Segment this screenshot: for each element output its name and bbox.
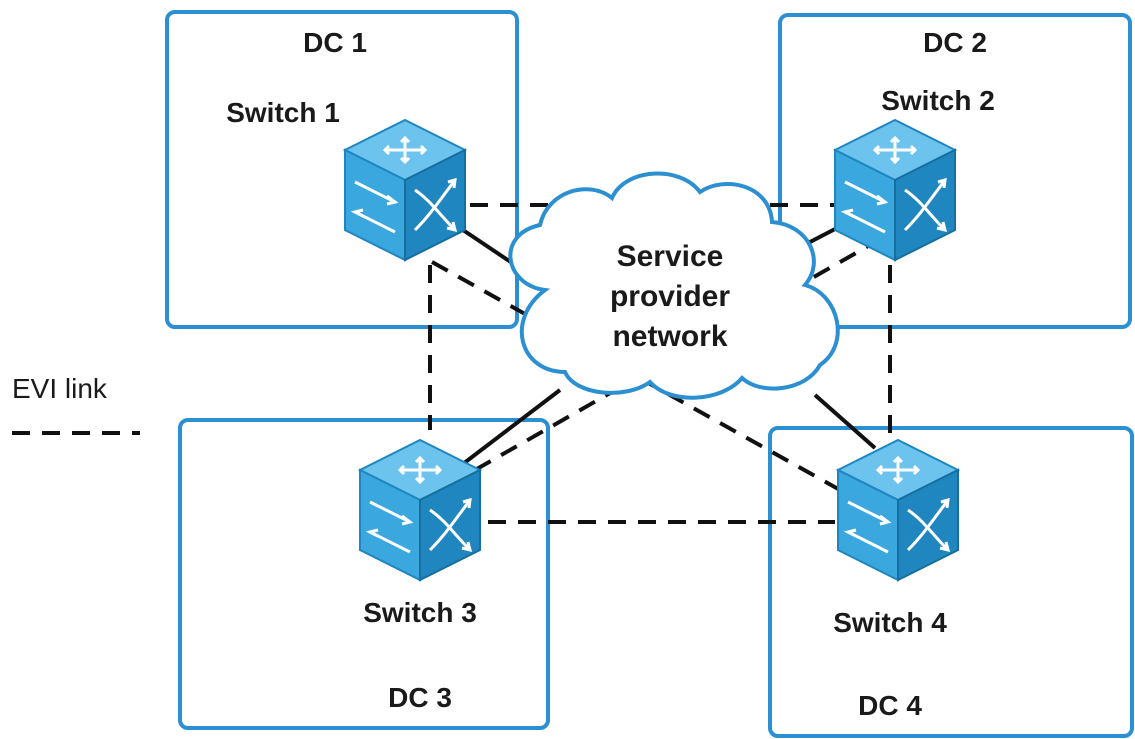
cloud-label-line3: network — [612, 320, 727, 353]
switch3-label: Switch 3 — [363, 597, 477, 628]
switch2-icon — [833, 118, 957, 262]
switch2-label: Switch 2 — [881, 85, 995, 116]
switch1-icon — [343, 118, 467, 262]
dc3-box — [178, 418, 550, 730]
switch4-label: Switch 4 — [833, 607, 947, 638]
cloud-label-line1: Service — [617, 240, 724, 273]
dc1-label: DC 1 — [303, 27, 367, 58]
cloud-label-line2: provider — [610, 280, 730, 313]
link-switch4-cloud — [813, 393, 877, 450]
switch3-icon — [358, 438, 482, 582]
switch1-label: Switch 1 — [226, 97, 340, 128]
switch4-icon — [836, 438, 960, 582]
legend-label: EVI link — [12, 373, 108, 404]
service-provider-cloud — [508, 171, 840, 400]
dc4-label: DC 4 — [858, 690, 922, 721]
dc3-label: DC 3 — [388, 682, 452, 713]
link-switch3-cloud — [453, 388, 562, 472]
evi-link-1-4 — [431, 260, 841, 492]
dc2-label: DC 2 — [923, 27, 987, 58]
